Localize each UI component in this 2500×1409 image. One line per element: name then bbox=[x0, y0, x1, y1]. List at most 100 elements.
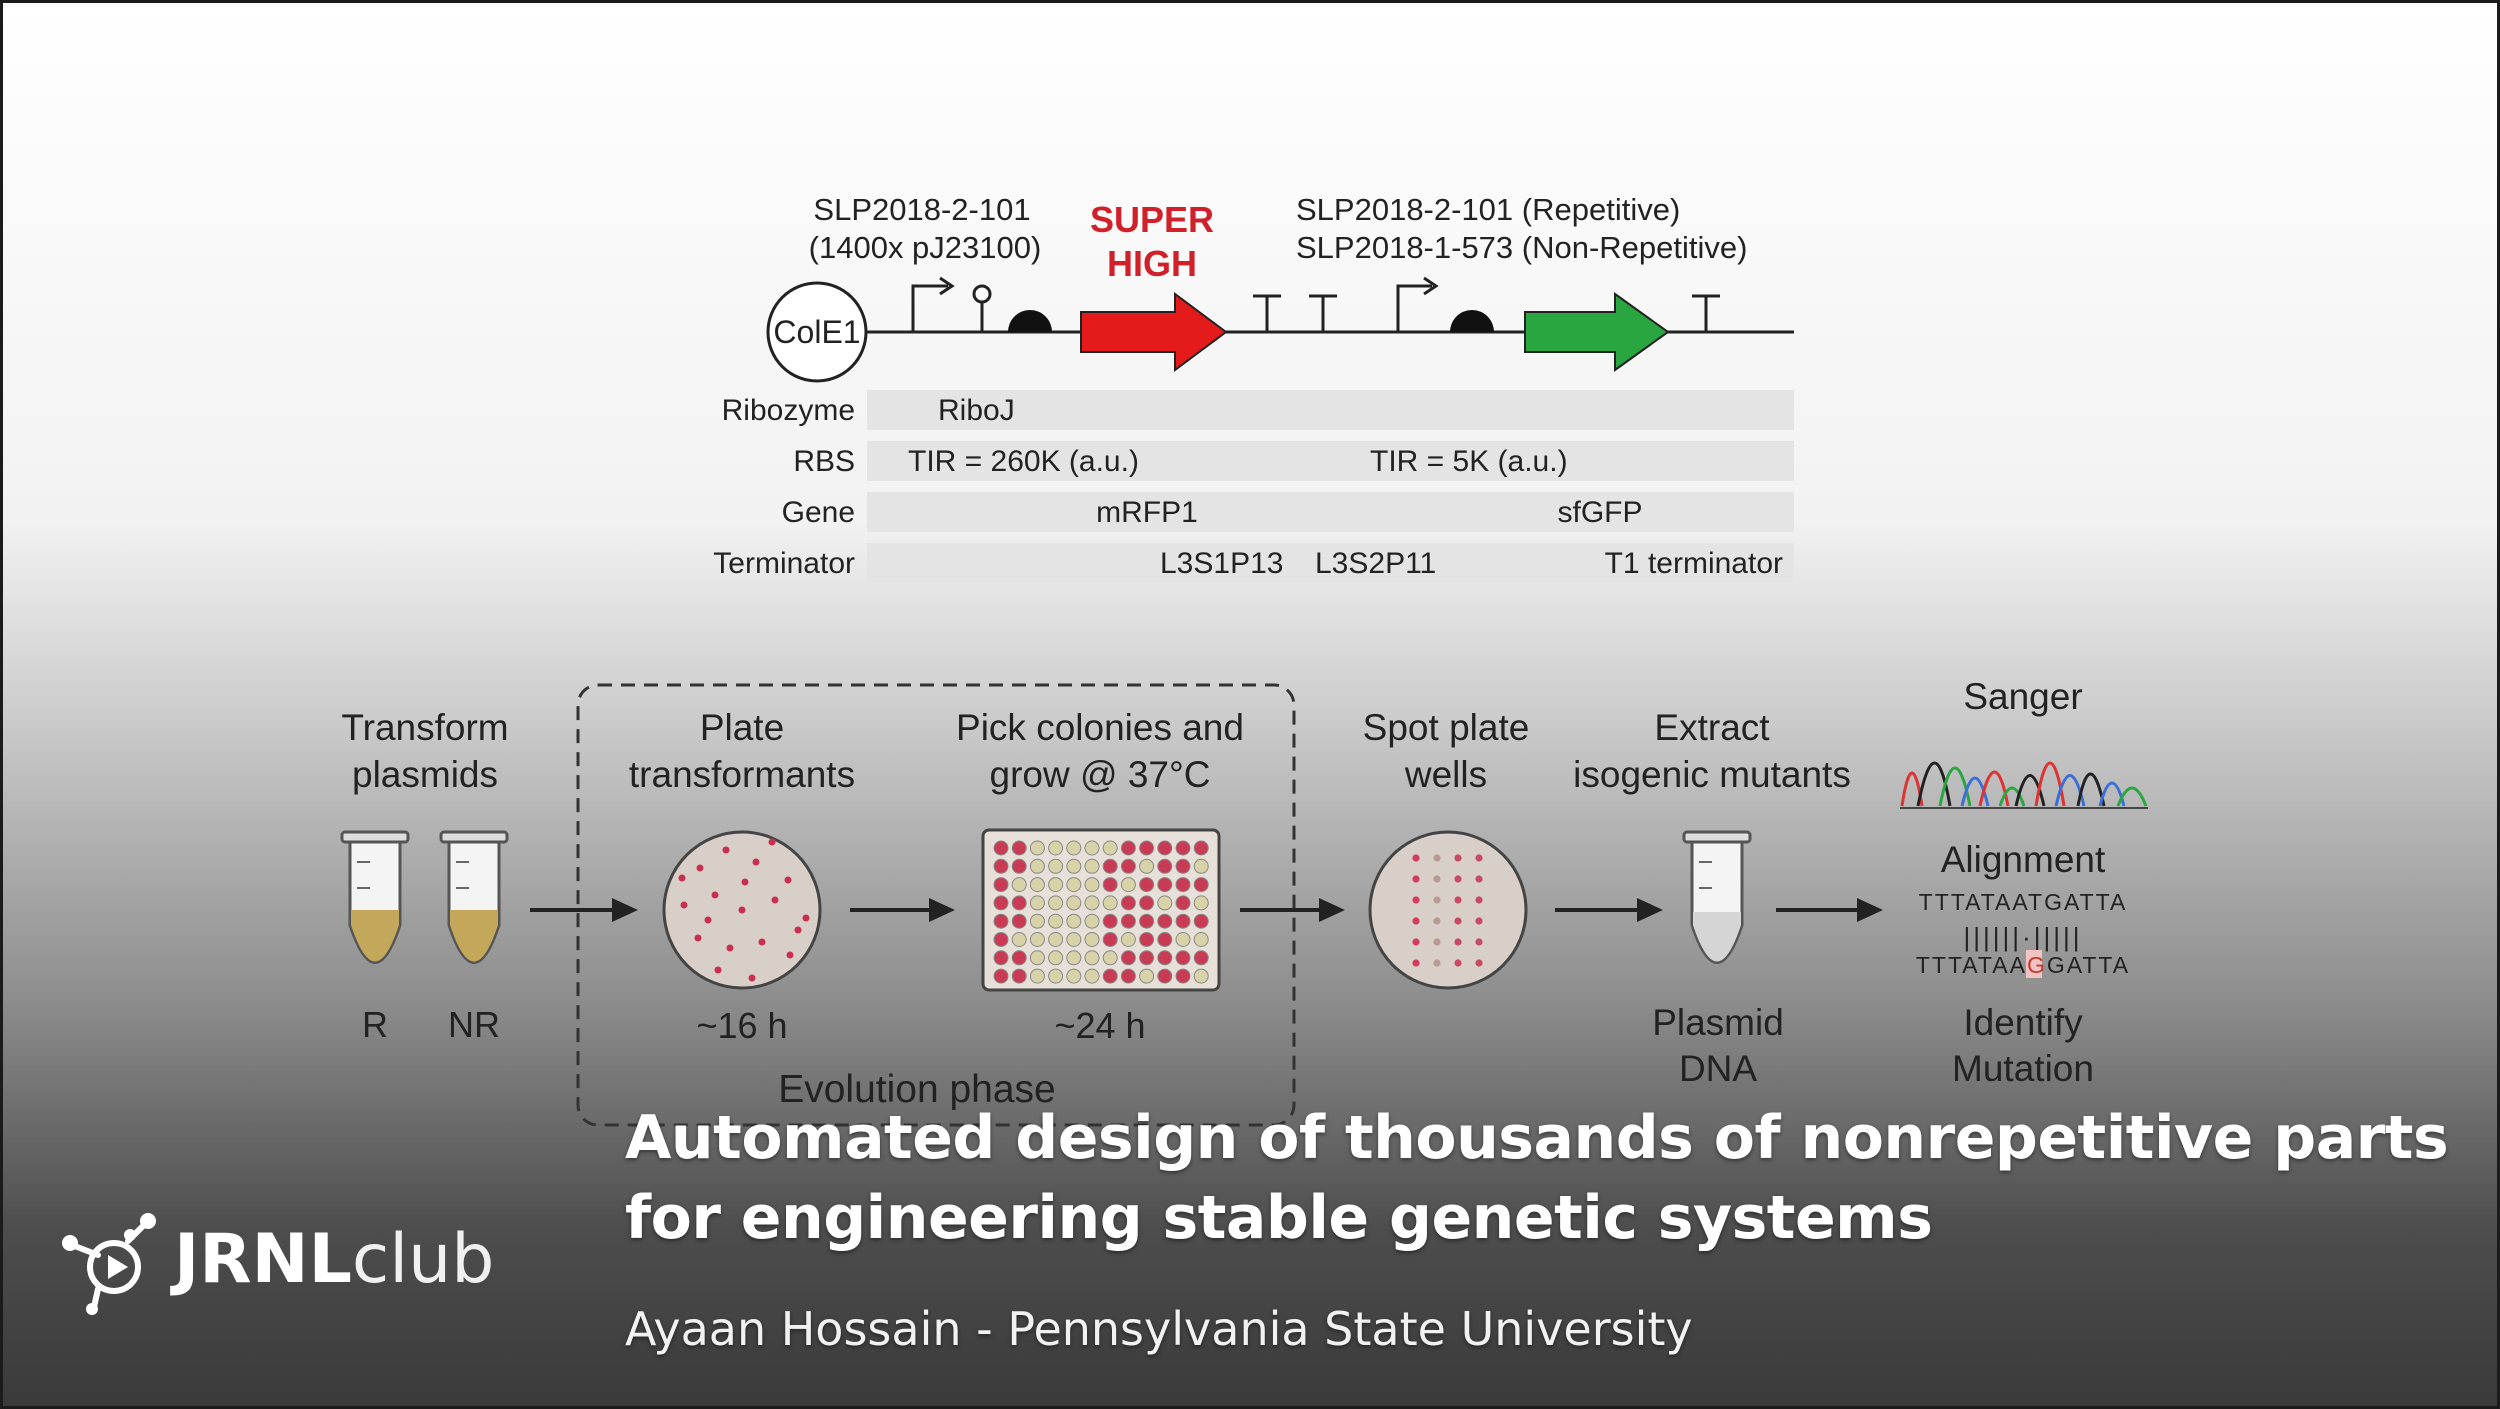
plate-well bbox=[1011, 913, 1027, 929]
plate-well bbox=[1102, 950, 1118, 966]
row-label-ribozyme: Ribozyme bbox=[722, 394, 855, 427]
spot-dot bbox=[1433, 917, 1441, 925]
super-high-line2: HIGH bbox=[1107, 243, 1197, 284]
spot-dot bbox=[1433, 854, 1441, 862]
arrow-5-icon bbox=[1776, 898, 1883, 922]
cell-tir-5k: TIR = 5K (a.u.) bbox=[1370, 445, 1568, 478]
plate-well bbox=[1084, 913, 1100, 929]
plate-well bbox=[1193, 877, 1209, 893]
plate-well bbox=[1084, 950, 1100, 966]
plate-well bbox=[1120, 858, 1136, 874]
plate-well bbox=[1193, 968, 1209, 984]
tube-nr-icon bbox=[439, 830, 509, 964]
plasmid-dna-line2: DNA bbox=[1679, 1048, 1757, 1089]
spot-dot bbox=[1433, 959, 1441, 967]
alignment-match-line: ||||||·||||| bbox=[1964, 922, 2083, 952]
row-label-terminator: Terminator bbox=[713, 547, 855, 580]
cell-l3s1p13: L3S1P13 bbox=[1160, 547, 1283, 580]
terminator-l3s1p13-icon bbox=[1253, 294, 1281, 332]
plate-well bbox=[1175, 950, 1191, 966]
plate-well bbox=[1084, 895, 1100, 911]
spot-dot bbox=[1454, 917, 1462, 925]
plate-well bbox=[1175, 968, 1191, 984]
plate-well bbox=[1011, 968, 1027, 984]
plate-well bbox=[1120, 840, 1136, 856]
alignment-seq-top: TTTATAATGATTA bbox=[1919, 889, 2128, 915]
plate-well bbox=[1175, 840, 1191, 856]
plate-well bbox=[1157, 877, 1173, 893]
plate-well bbox=[1157, 968, 1173, 984]
arrow-4-icon bbox=[1555, 898, 1663, 922]
well-plate-icon bbox=[981, 828, 1221, 992]
plate-well bbox=[1139, 895, 1155, 911]
super-high-line1: SUPER bbox=[1090, 199, 1214, 240]
spot-dot bbox=[1412, 917, 1420, 925]
tube-nr-label: NR bbox=[448, 1004, 500, 1045]
rbs1-icon bbox=[1008, 310, 1052, 332]
tube-r-icon bbox=[340, 830, 410, 964]
plate-well bbox=[1120, 877, 1136, 893]
seq-bottom-mutation: G bbox=[2027, 952, 2047, 978]
plate-well bbox=[993, 895, 1009, 911]
logo-wordmark-light: club bbox=[351, 1220, 495, 1299]
spot-plate-label-line2: wells bbox=[1404, 754, 1487, 795]
spot-dot bbox=[1412, 938, 1420, 946]
gene-row-band bbox=[867, 492, 1794, 532]
plasmid-dna-line1: Plasmid bbox=[1652, 1002, 1784, 1043]
spot-dot bbox=[1475, 896, 1483, 904]
title-overlay: Automated design of thousands of nonrepe… bbox=[625, 1098, 2485, 1356]
plate-well bbox=[1011, 895, 1027, 911]
construct-map: SLP2018-2-101 (1400x pJ23100) SUPER HIGH… bbox=[713, 192, 1794, 583]
spot-dot bbox=[1475, 854, 1483, 862]
plate-well bbox=[1048, 895, 1064, 911]
plate-well bbox=[1029, 968, 1045, 984]
row-label-rbs: RBS bbox=[793, 445, 855, 478]
plate-well bbox=[1193, 913, 1209, 929]
plate-well bbox=[1066, 932, 1082, 947]
spot-plate-icon bbox=[1368, 830, 1528, 990]
plate-well bbox=[1048, 877, 1064, 893]
plate-well bbox=[1029, 877, 1045, 893]
plate-well bbox=[1048, 913, 1064, 929]
plate-well bbox=[993, 877, 1009, 893]
spot-dot bbox=[1433, 896, 1441, 904]
transform-label-line1: Transform bbox=[341, 707, 508, 748]
plate-well bbox=[1011, 877, 1027, 893]
plate-label-line2: transformants bbox=[629, 754, 855, 795]
presenter-affiliation: Ayaan Hossain - Pennsylvania State Unive… bbox=[625, 1302, 1693, 1356]
seq-bottom-prefix: TTTATAA bbox=[1916, 952, 2027, 978]
plate-well bbox=[993, 932, 1009, 947]
plate-well bbox=[1066, 895, 1082, 911]
evolution-phase-label: Evolution phase bbox=[778, 1068, 1056, 1111]
paper-title: Automated design of thousands of nonrepe… bbox=[625, 1098, 2485, 1258]
petri-dish-icon bbox=[662, 830, 822, 990]
paper-title-line2: for engineering stable genetic systems bbox=[625, 1183, 1933, 1253]
promoter2-label-line1: SLP2018-2-101 (Repetitive) bbox=[1296, 192, 1680, 227]
plate-well bbox=[1029, 913, 1045, 929]
plate-well bbox=[1139, 968, 1155, 984]
plate-well bbox=[1029, 950, 1045, 966]
plate-well bbox=[1084, 968, 1100, 984]
extract-label-line2: isogenic mutants bbox=[1573, 754, 1851, 795]
spot-dot bbox=[1454, 896, 1462, 904]
identify-label-line1: Identify bbox=[1963, 1002, 2083, 1043]
rbs2-icon bbox=[1450, 310, 1494, 332]
plate-well bbox=[1193, 840, 1209, 856]
plate-well bbox=[1193, 950, 1209, 966]
alignment-label: Alignment bbox=[1941, 839, 2106, 880]
cole1-label: ColE1 bbox=[773, 314, 860, 350]
plate-well bbox=[1139, 913, 1155, 929]
mrfp1-gene-arrow bbox=[1080, 292, 1228, 372]
arrow-1-icon bbox=[530, 898, 638, 922]
plate-well bbox=[993, 950, 1009, 966]
plate-well bbox=[1011, 932, 1027, 947]
plate-well bbox=[1139, 877, 1155, 893]
plate-well bbox=[1102, 968, 1118, 984]
extract-label-line1: Extract bbox=[1654, 707, 1770, 748]
plate-well bbox=[1011, 840, 1027, 856]
plate-well bbox=[1048, 858, 1064, 874]
cole1-origin bbox=[766, 281, 868, 383]
plate-well bbox=[1102, 932, 1118, 947]
plate-well bbox=[1066, 858, 1082, 874]
